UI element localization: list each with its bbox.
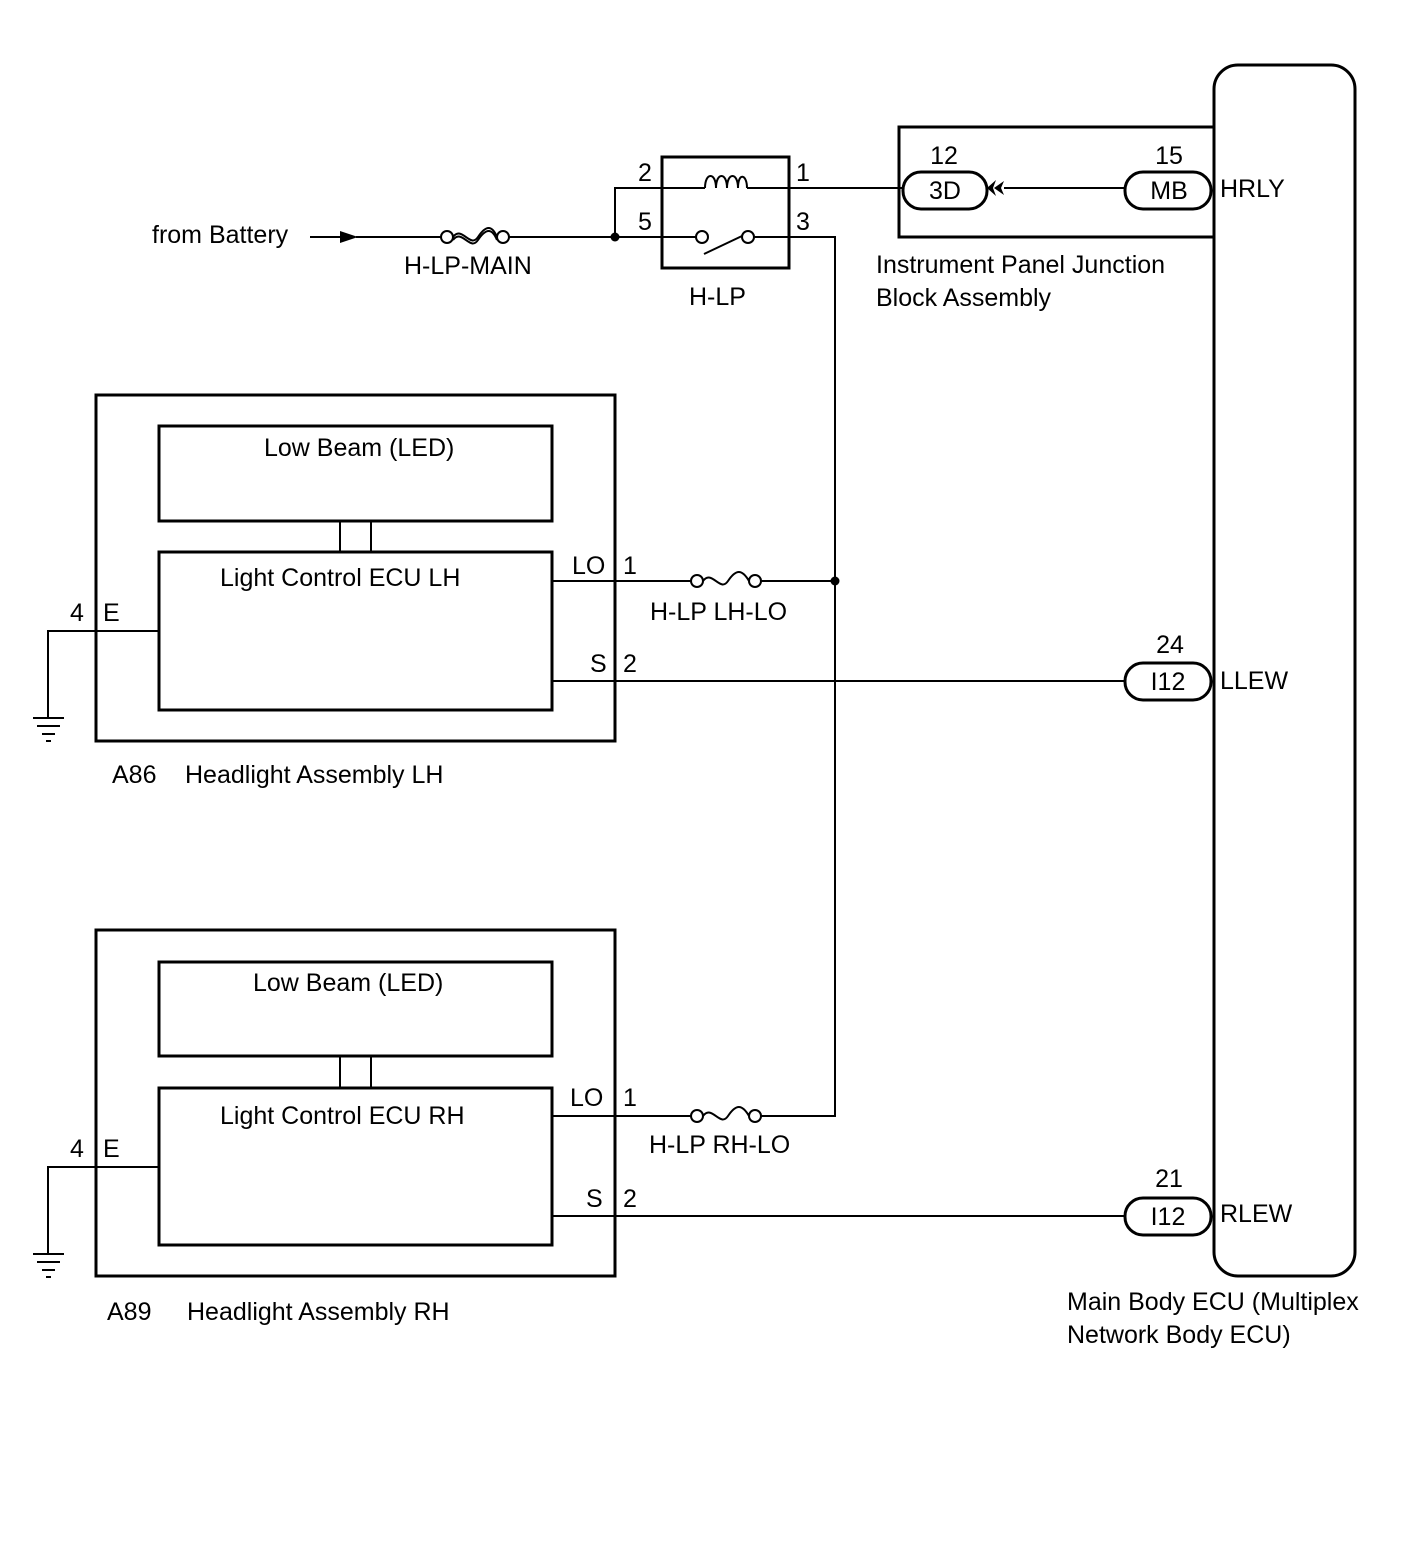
main-body-ecu-name-line1: Main Body ECU (Multiplex	[1067, 1288, 1359, 1316]
connector-arrow-icon	[987, 180, 996, 196]
terminal-rlew: RLEW	[1220, 1200, 1293, 1228]
connector-i12-llew: I12 24	[1123, 631, 1213, 702]
relay-pin-3: 3	[796, 208, 810, 236]
light-control-ecu-lh-label: Light Control ECU LH	[220, 564, 460, 592]
connector-mb	[1123, 170, 1213, 211]
connector-i12-rlew-id: I12	[1151, 1203, 1186, 1231]
terminal-lo-lh-pin: 1	[623, 552, 637, 580]
terminal-e-rh-pin: 4	[70, 1135, 84, 1163]
ground-icon	[33, 1253, 64, 1278]
headlight-assembly-lh: Low Beam (LED) Light Control ECU LH LO 1…	[70, 393, 637, 789]
connector-i12-llew-id: I12	[1151, 668, 1186, 696]
light-control-ecu-rh-label: Light Control ECU RH	[220, 1102, 465, 1130]
connector-3d-pin: 12	[930, 142, 958, 170]
headlight-assembly-rh: Low Beam (LED) Light Control ECU RH LO 1…	[70, 928, 637, 1326]
from-battery-label: from Battery	[152, 221, 289, 249]
terminal-e-lh: E	[103, 599, 120, 627]
low-beam-rh-label: Low Beam (LED)	[253, 969, 443, 997]
main-body-ecu: HRLY LLEW RLEW Main Body ECU (Multiplex …	[1067, 63, 1359, 1349]
connector-3d-id: 3D	[929, 177, 961, 205]
headlight-lh-code: A86	[112, 761, 156, 789]
junction-block-name-line1: Instrument Panel Junction	[876, 251, 1165, 279]
fuse-h-lp-rh-lo-label: H-LP RH-LO	[649, 1131, 790, 1159]
fuse-h-lp-lh-lo: H-LP LH-LO	[615, 571, 835, 626]
headlight-rh-code: A89	[107, 1298, 151, 1326]
connector-i12-rlew: I12 21	[1123, 1165, 1213, 1237]
relay-name: H-LP	[689, 283, 746, 311]
ground-lh	[33, 630, 96, 742]
main-body-ecu-name-line2: Network Body ECU)	[1067, 1321, 1291, 1349]
terminal-lo-rh: LO	[570, 1084, 603, 1112]
terminal-s-lh-pin: 2	[623, 650, 637, 678]
low-beam-lh-label: Low Beam (LED)	[264, 434, 454, 462]
ground-rh	[33, 1166, 96, 1278]
connector-i12-llew-pin: 24	[1156, 631, 1184, 659]
relay-pin-5: 5	[638, 208, 652, 236]
terminal-s-lh: S	[590, 650, 607, 678]
junction-block-name-line2: Block Assembly	[876, 284, 1052, 312]
fuse-h-lp-rh-lo: H-LP RH-LO	[615, 1106, 790, 1159]
terminal-hrly: HRLY	[1220, 175, 1285, 203]
terminal-s-rh-pin: 2	[623, 1185, 637, 1213]
terminal-lo-lh: LO	[572, 552, 605, 580]
headlight-rh-name: Headlight Assembly RH	[187, 1298, 450, 1326]
terminal-llew: LLEW	[1220, 667, 1288, 695]
fuse-h-lp-main: H-LP-MAIN	[404, 227, 532, 280]
junction-block: 3D 12 MB 15 Instrument Panel Junction Bl…	[789, 125, 1214, 312]
relay-switch-icon	[703, 235, 743, 255]
connector-i12-rlew-pin: 21	[1155, 1165, 1183, 1193]
ground-icon	[33, 717, 64, 742]
headlight-lh-name: Headlight Assembly LH	[185, 761, 443, 789]
terminal-e-lh-pin: 4	[70, 599, 84, 627]
battery-feed: from Battery	[152, 221, 441, 249]
low-beam-lh	[157, 424, 554, 523]
battery-arrow-icon	[340, 231, 358, 243]
connector-mb-id: MB	[1150, 177, 1188, 205]
fuse-h-lp-lh-lo-label: H-LP LH-LO	[650, 598, 787, 626]
relay-pin-1: 1	[796, 159, 810, 187]
terminal-e-rh: E	[103, 1135, 120, 1163]
relay-h-lp: 2 5 1 3 H-LP	[638, 155, 810, 311]
connector-mb-pin: 15	[1155, 142, 1183, 170]
fuse-h-lp-main-label: H-LP-MAIN	[404, 252, 532, 280]
terminal-s-rh: S	[586, 1185, 603, 1213]
connector-3d	[901, 170, 989, 211]
low-beam-rh	[157, 960, 554, 1058]
relay-coil-icon	[704, 175, 748, 189]
terminal-lo-rh-pin: 1	[623, 1084, 637, 1112]
relay-pin-2: 2	[638, 159, 652, 187]
